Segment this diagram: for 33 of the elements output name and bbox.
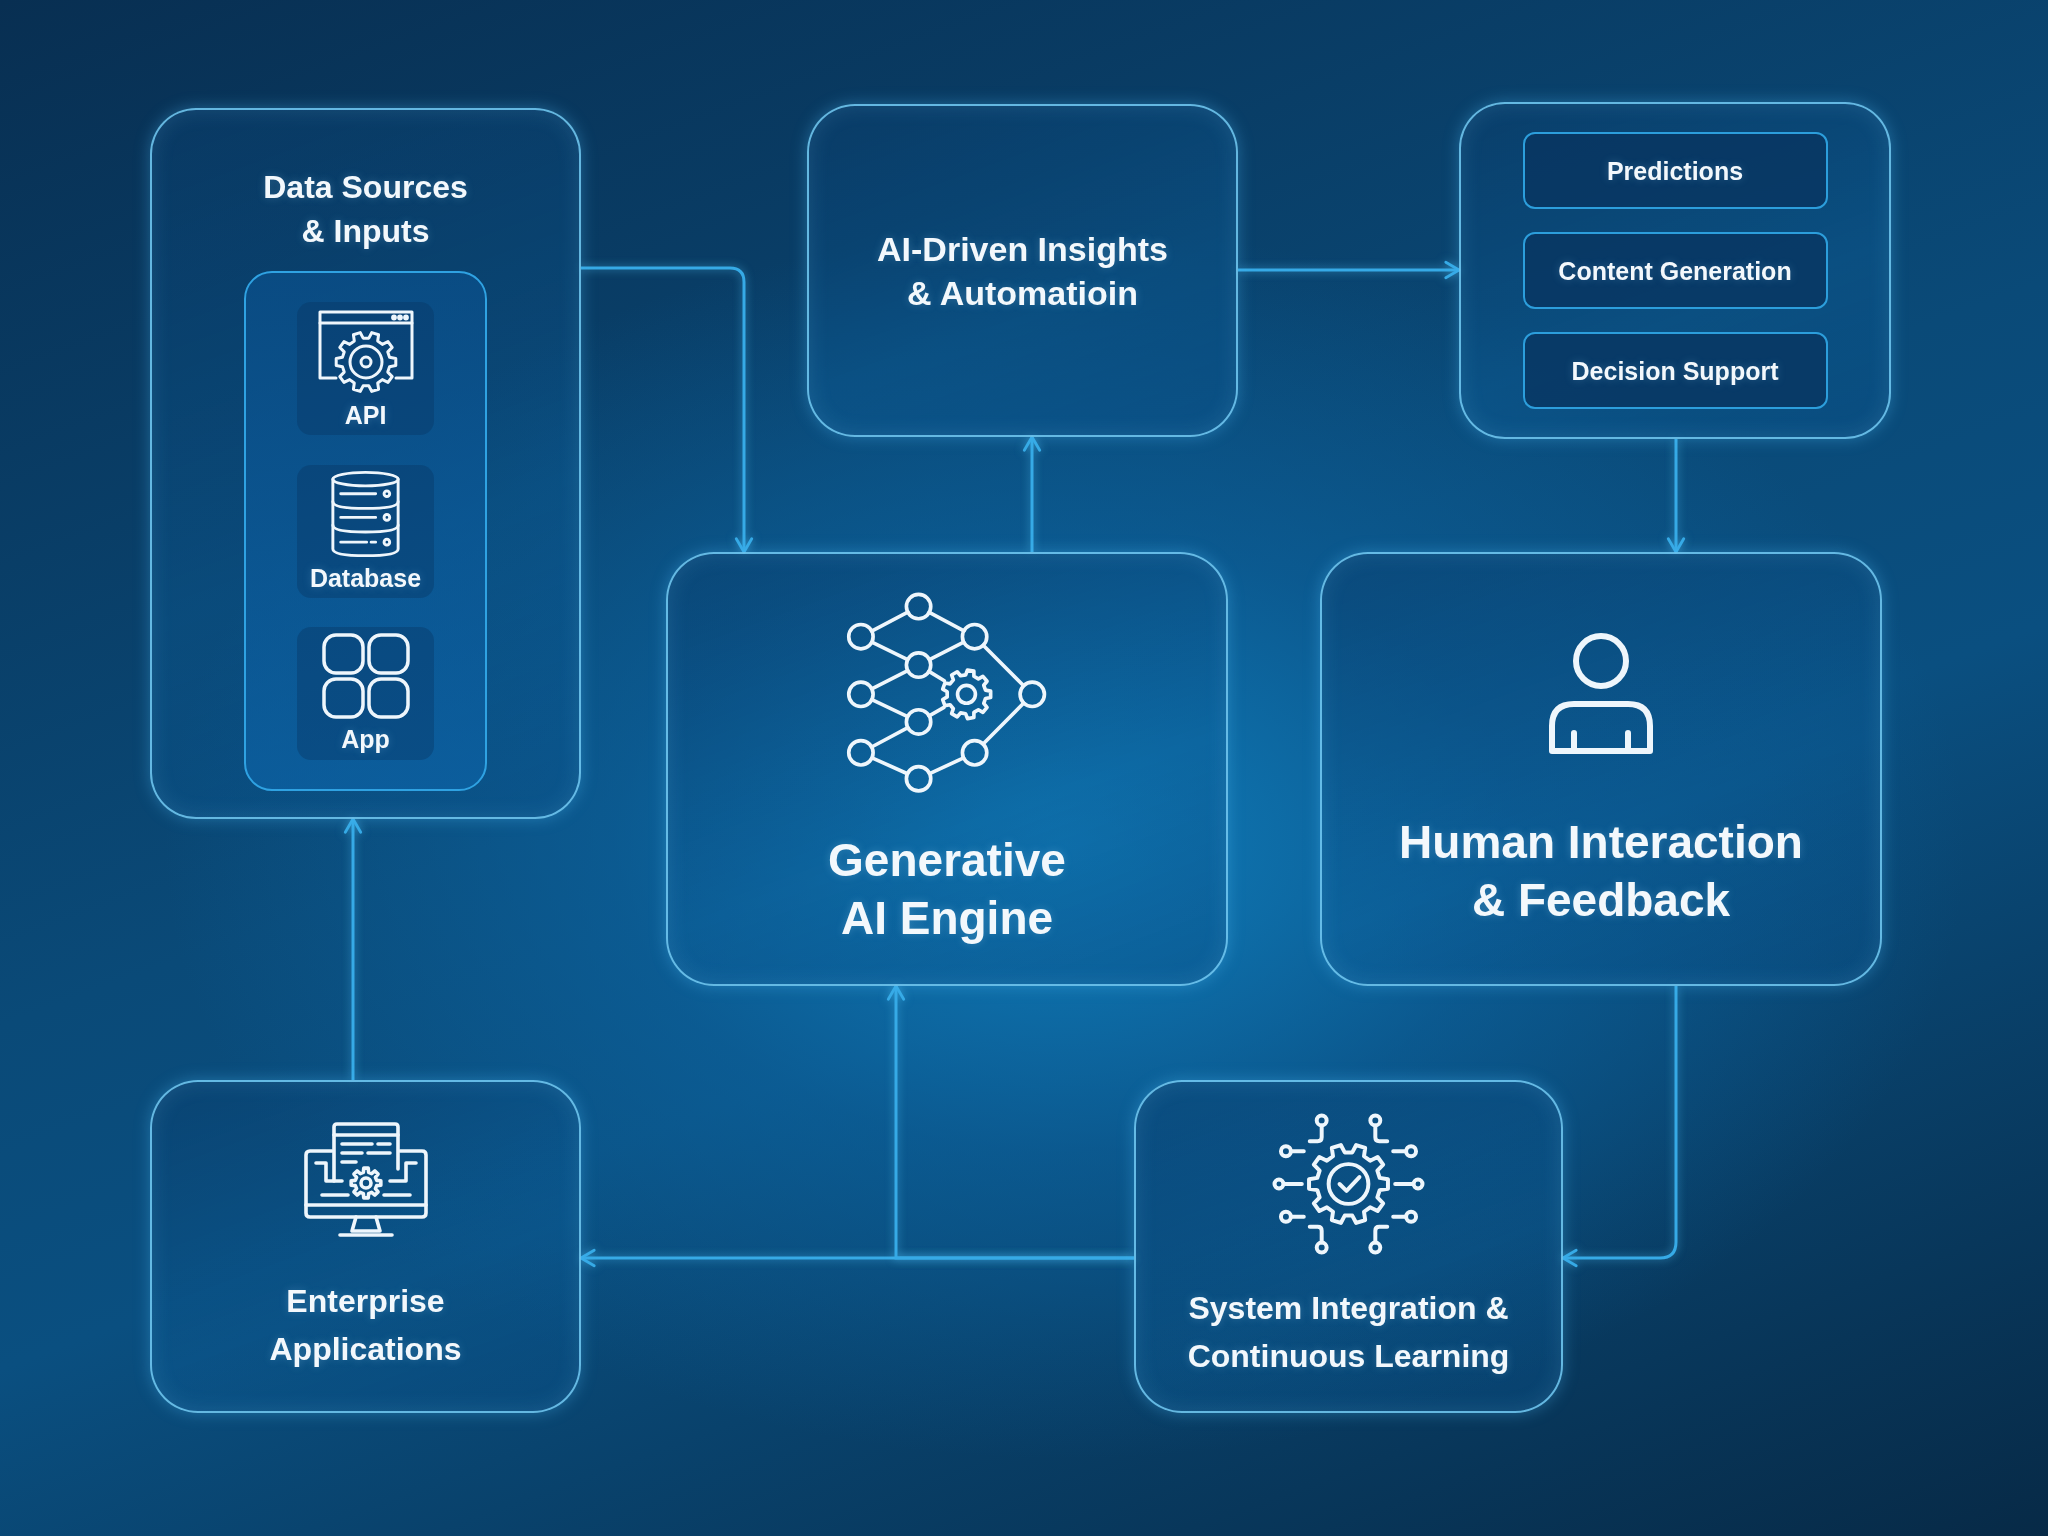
box-title: Enterprise Applications <box>268 1281 463 1369</box>
source-panel <box>244 271 487 791</box>
pill-label: Predictions <box>1606 155 1744 186</box>
process-box <box>1134 1080 1563 1413</box>
tile-label: App <box>341 724 390 755</box>
box-title: Human Interaction & Feedback <box>1398 814 1804 928</box>
box-title: Generative AI Engine <box>827 832 1067 946</box>
output-pill <box>1522 132 1828 209</box>
flow-arrow <box>1022 435 1042 552</box>
source-tile <box>297 302 434 436</box>
source-tile <box>297 626 434 760</box>
output-pill <box>1522 332 1828 409</box>
group-title: Data Sources & Inputs <box>262 168 469 251</box>
flow-arrow <box>1238 260 1461 280</box>
process-box <box>666 552 1228 986</box>
process-box <box>807 104 1238 437</box>
pill-label: Decision Support <box>1571 355 1779 386</box>
flow-arrow <box>1561 986 1678 1268</box>
process-box <box>150 1080 581 1413</box>
flow-arrow <box>886 984 1134 1260</box>
group-panel <box>1459 102 1891 439</box>
flow-arrow <box>1666 439 1686 554</box>
box-title: System Integration & Continuous Learning <box>1186 1289 1511 1376</box>
flow-arrow <box>581 266 754 554</box>
group-panel <box>150 108 581 819</box>
tile-label: Database <box>309 563 422 593</box>
tile-label: API <box>344 399 387 430</box>
output-pill <box>1522 232 1828 309</box>
process-box <box>1320 552 1882 986</box>
pill-label: Content Generation <box>1558 255 1792 286</box>
box-title: AI-Driven Insights & Automatioin <box>876 228 1169 314</box>
flow-arrow <box>343 817 363 1080</box>
source-tile <box>297 464 434 598</box>
